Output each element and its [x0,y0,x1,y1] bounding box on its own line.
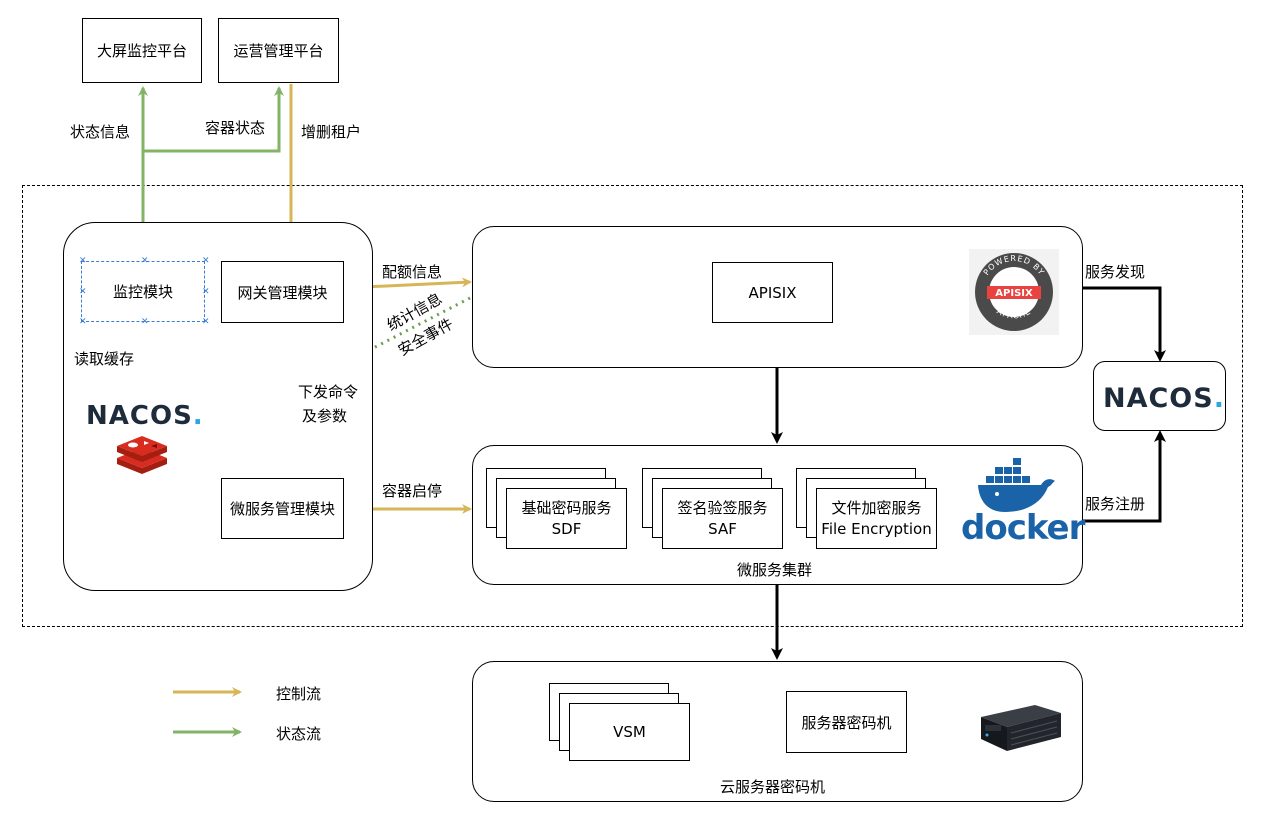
service-discovery-label: 服务发现 [1085,263,1146,281]
add-del-tenant-label: 增删租户 [301,123,362,141]
dashboard-platform-label: 大屏监控平台 [96,42,187,60]
vsm-label: VSM [613,723,646,741]
status-arrow-ops [143,86,284,153]
docker-wordmark: docker [961,508,1085,548]
legend-control-label: 控制流 [276,685,322,703]
server-hardware-icon [981,705,1061,751]
redis-icon [117,436,167,474]
svg-text:APISIX: APISIX [995,288,1033,299]
apisix-badge: POWERED BY APACHE APISIX [969,249,1059,335]
nacos-logo-left: NACOS. [86,401,204,431]
fe-label-line2: File Encryption [821,519,932,538]
cmd-label-line1: 下发命令 [298,383,359,401]
docker-whale-icon [978,458,1055,512]
status-info-label: 状态信息 [70,123,131,141]
fe-service-box: 文件加密服务 File Encryption [816,488,937,549]
cluster-boundary [22,185,1243,627]
apisix-badge-graphic: POWERED BY APACHE APISIX [975,253,1053,331]
saf-service-box: 签名验签服务 SAF [662,488,783,549]
monitor-module-box: 监控模块 [81,261,205,322]
cloud-hsm-title: 云服务器密码机 [720,778,826,796]
read-cache-label: 读取缓存 [74,350,135,368]
nacos-logo-right: NACOS. [1103,383,1225,414]
cluster-title: 微服务集群 [737,561,813,579]
nacos-right-box [1093,361,1226,431]
container-start-stop-label: 容器启停 [382,482,443,500]
selection-handle: ✕ [79,256,87,266]
selection-handle: ✕ [202,287,210,297]
cmd-label-line2: 及参数 [302,407,348,425]
container-status-label: 容器状态 [205,119,266,137]
microservice-module-label: 微服务管理模块 [229,500,335,518]
legend-status-label: 状态流 [276,725,322,743]
dashboard-platform-box: 大屏监控平台 [82,18,202,83]
sdf-label-line1: 基础密码服务 [521,498,612,517]
server-hsm-box: 服务器密码机 [786,691,907,753]
server-hsm-label: 服务器密码机 [801,713,892,732]
sdf-label-line2: SDF [551,519,582,538]
saf-label-line1: 签名验签服务 [677,498,768,517]
selection-handle: ✕ [141,256,149,266]
apisix-box: APISIX [712,262,833,323]
ops-platform-label: 运营管理平台 [233,42,324,60]
ops-platform-box: 运营管理平台 [218,18,339,83]
monitor-module-label: 监控模块 [112,283,173,301]
gateway-module-box: 网关管理模块 [221,261,344,323]
vsm-box: VSM [569,703,690,761]
svg-text:APACHE: APACHE [995,307,1033,321]
arrow-service-register [1083,430,1166,523]
arrow-service-discovery [1083,286,1166,362]
selection-handle: ✕ [141,317,149,327]
selection-handle: ✕ [202,317,210,327]
fe-label-line1: 文件加密服务 [831,498,922,517]
apisix-label: APISIX [748,283,797,302]
microservice-module-box: 微服务管理模块 [221,478,344,539]
gateway-module-label: 网关管理模块 [237,283,328,302]
quota-info-label: 配额信息 [382,263,443,281]
sdf-service-box: 基础密码服务 SDF [506,488,627,549]
selection-handle: ✕ [202,256,210,266]
service-register-label: 服务注册 [1085,495,1146,513]
saf-label-line2: SAF [708,519,737,538]
selection-handle: ✕ [79,287,87,297]
selection-handle: ✕ [79,317,87,327]
